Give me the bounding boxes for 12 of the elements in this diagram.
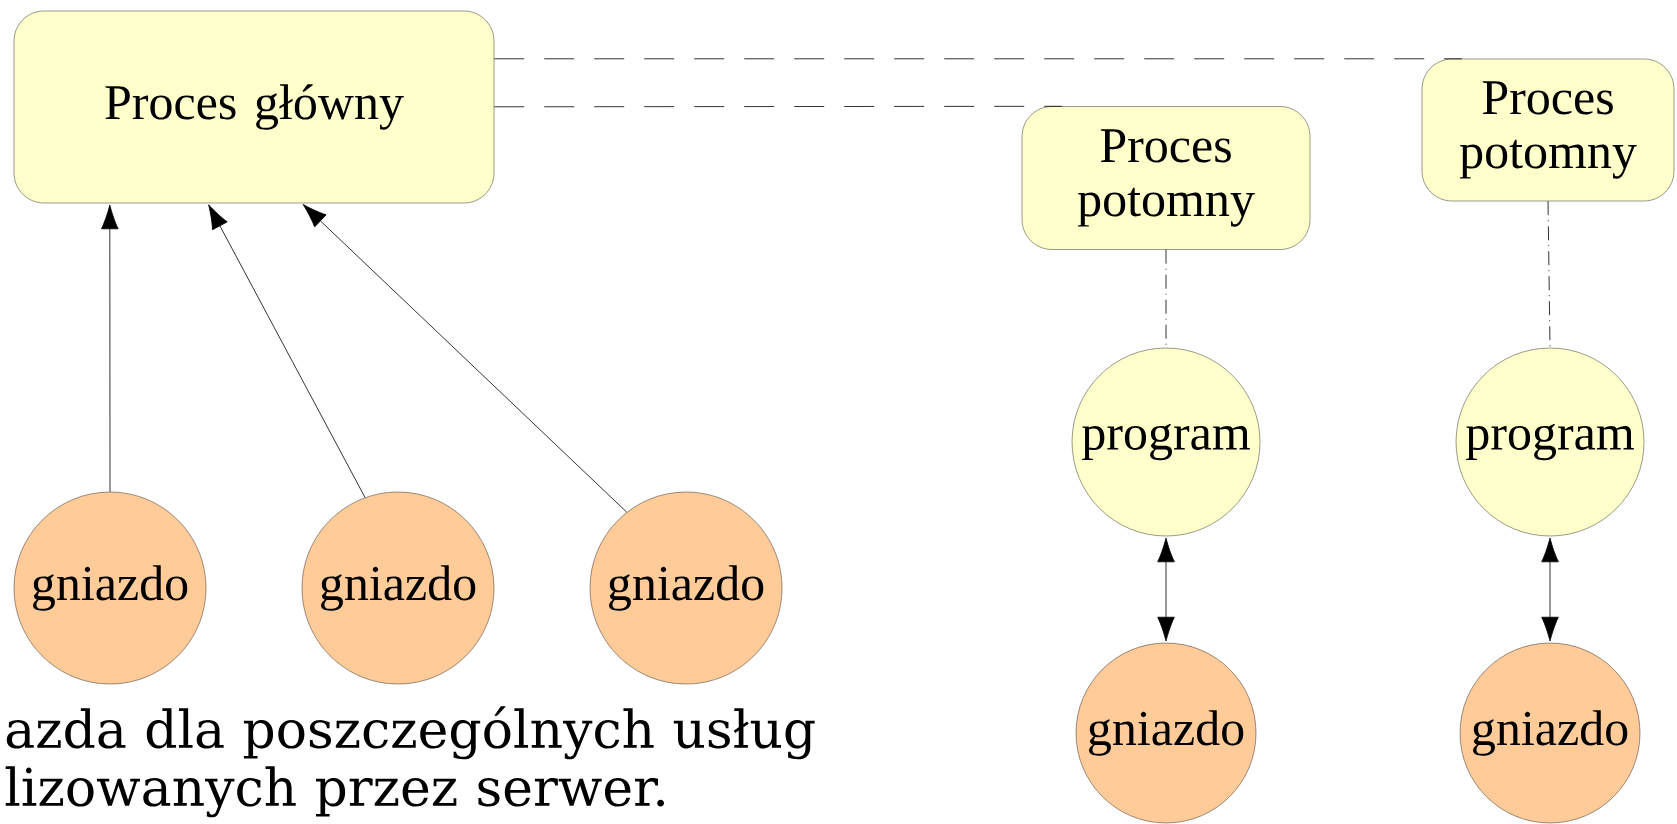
connector-line <box>493 58 1463 60</box>
connector-line <box>1547 200 1551 349</box>
arrow <box>208 204 366 498</box>
arrow <box>1541 537 1559 642</box>
process-box: Proces główny <box>13 10 495 204</box>
caption-text: azda dla poszczególnych usług lizowanych przez serwer. <box>5 706 815 818</box>
arrow <box>1157 537 1175 642</box>
connector-line <box>493 105 1063 108</box>
process-box: Proces potomny <box>1421 58 1675 202</box>
arrow <box>101 204 119 493</box>
arrow <box>302 204 628 513</box>
process-box: Proces potomny <box>1021 106 1311 250</box>
